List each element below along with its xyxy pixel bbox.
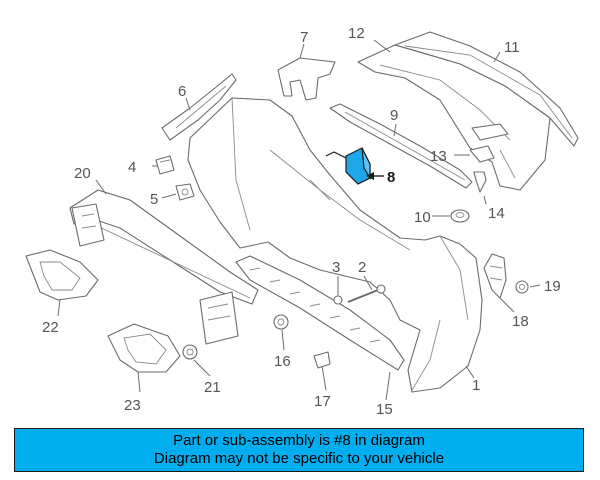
part-14-push-clip xyxy=(473,171,487,193)
part-18-side-bracket xyxy=(483,253,507,299)
part-10-grommet xyxy=(450,209,470,223)
leader-lines xyxy=(57,39,541,401)
callout-8-leader xyxy=(366,172,384,180)
part-23-deflector xyxy=(107,323,181,373)
part-5-nut xyxy=(175,183,195,201)
part-4-clip xyxy=(155,155,175,175)
callout-17: 17 xyxy=(314,393,331,410)
part-19-nut xyxy=(515,280,529,294)
part-13-small-bracket xyxy=(469,145,495,163)
callout-14: 14 xyxy=(488,205,505,222)
part-2-bolt xyxy=(347,284,386,303)
part-20-impact-bar xyxy=(69,189,259,345)
callout-3: 3 xyxy=(332,259,340,276)
callout-7: 7 xyxy=(300,29,308,46)
banner-line-part-number: Part or sub-assembly is #8 in diagram xyxy=(173,432,425,449)
callout-19: 19 xyxy=(544,278,561,295)
part-1-bumper-cover xyxy=(187,97,483,393)
callout-22: 22 xyxy=(42,319,59,336)
part-8-sensor-module xyxy=(325,147,371,185)
callout-16: 16 xyxy=(274,353,291,370)
part-7-bracket xyxy=(277,57,336,101)
part-22-deflector xyxy=(25,249,99,301)
callout-9: 9 xyxy=(390,107,398,124)
part-12-reinforcement xyxy=(357,44,551,191)
callout-6: 6 xyxy=(178,83,186,100)
callout-1: 1 xyxy=(472,377,480,394)
callout-4: 4 xyxy=(128,159,136,176)
callout-20: 20 xyxy=(74,165,91,182)
info-banner: Part or sub-assembly is #8 in diagram Di… xyxy=(14,428,584,472)
callout-23: 23 xyxy=(124,397,141,414)
callout-21: 21 xyxy=(204,379,221,396)
banner-line-disclaimer: Diagram may not be specific to your vehi… xyxy=(153,450,445,467)
part-15-absorber xyxy=(235,255,405,371)
callout-8: 8 xyxy=(387,169,395,186)
part-6-side-guide xyxy=(161,73,237,141)
callout-12: 12 xyxy=(348,25,365,42)
callout-5: 5 xyxy=(150,191,158,208)
part-9-strip xyxy=(329,103,473,189)
part-3-washer xyxy=(333,295,343,305)
callout-15: 15 xyxy=(376,401,393,418)
part-16-clip xyxy=(273,314,289,330)
callout-13: 13 xyxy=(430,148,447,165)
callout-18: 18 xyxy=(512,313,529,330)
part-17-screw xyxy=(313,351,331,379)
callout-11: 11 xyxy=(504,39,520,56)
callout-2: 2 xyxy=(358,259,366,276)
part-21-nut xyxy=(182,344,198,360)
callout-10: 10 xyxy=(414,209,431,226)
parts-diagram: 7 12 11 6 9 13 4 8 20 5 10 14 3 2 19 18 … xyxy=(25,25,579,418)
